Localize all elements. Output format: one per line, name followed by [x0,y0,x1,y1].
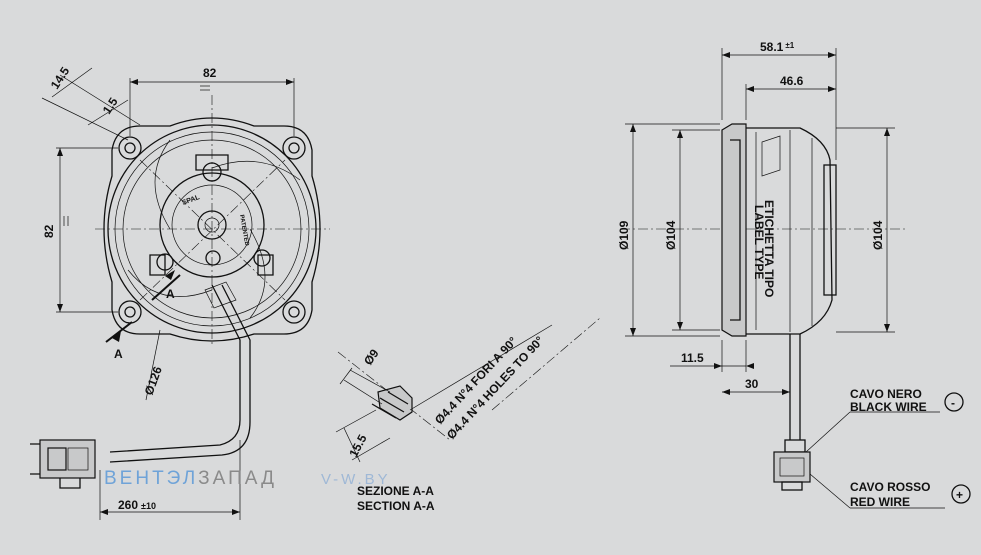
wire-red-en: RED WIRE [850,495,910,509]
section-dim-15-5: 15.5 [346,432,369,459]
hub-patented: PATENTED [238,214,249,247]
side-dim-30: 30 [745,377,759,391]
front-dim-1-5: 1.5 [100,95,121,117]
front-dim-82-v: 82 [42,224,56,238]
front-dim-cable: 260±10 [118,498,156,512]
section-marker-a-top: A [166,287,175,301]
front-dim-dia-126: Ø126 [142,364,165,397]
mounting-hole-tl [118,136,142,160]
plus-icon: + [951,484,971,504]
side-label-it: ETICHETTA TIPO [762,200,776,297]
minus-icon: - [944,392,964,412]
mounting-hole-br [282,300,306,324]
side-dim-total: 58.1±1 [760,40,795,54]
front-dim-14-5: 14.5 [48,64,73,91]
side-connector [773,451,811,491]
side-label-en: LABEL TYPE [752,205,766,279]
watermark-part3: V-W.BY [321,471,391,488]
wire-black-it: CAVO NERO [850,387,922,401]
side-dim-dia-109: Ø109 [617,220,631,250]
watermark-text: ВЕНТЭЛЗАПАД V-W.BY [104,468,391,489]
svg-text:-: - [951,396,955,410]
section-marker-a-bottom: A [114,347,123,361]
side-dim-dia-104-right: Ø104 [871,220,885,250]
section-title-en: SECTION A-A [357,499,435,513]
watermark-part1: ВЕНТЭЛ [104,468,198,489]
side-dim-11-5: 11.5 [681,351,704,365]
wire-black-en: BLACK WIRE [850,400,927,414]
wire-red-it: CAVO ROSSO [850,480,930,494]
side-dim-dia-104-left: Ø104 [664,220,678,250]
mounting-hole-tr [282,136,306,160]
section-dim-dia-9: Ø9 [361,346,382,367]
cable-connector [30,439,96,489]
side-view: ETICHETTA TIPO LABEL TYPE 58.1±1 46.6 Ø1… [617,40,971,509]
fan-hub: SPAL PATENTED [156,162,271,278]
front-view: SPAL PATENTED 82 82 14.5 [30,64,330,520]
watermark-part2: ЗАПАД [198,468,277,489]
side-dim-46-6: 46.6 [780,74,804,88]
front-dim-82-h: 82 [203,66,217,80]
watermark: ВЕНТЭЛЗАПАД V-W.BY [104,468,391,489]
section-title-it: SEZIONE A-A [357,484,434,498]
svg-text:+: + [956,488,963,502]
mounting-hole-bl [118,300,142,324]
